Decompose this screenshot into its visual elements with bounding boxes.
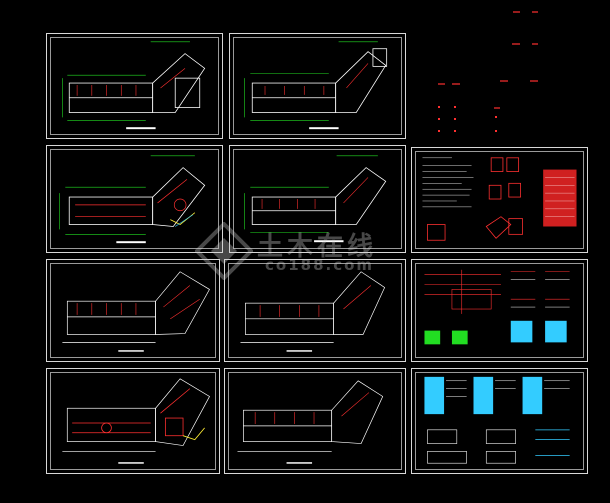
drawing-sheet-detail-1[interactable] [411, 259, 588, 362]
sheet-inner-border [50, 149, 219, 249]
floor-plan-drawing [237, 380, 384, 464]
sheet-inner-border [415, 372, 584, 470]
drawing-sheet-plan-1[interactable] [46, 33, 223, 139]
drawing-sheet-plan-8[interactable] [224, 368, 406, 474]
system-diagram-drawing [424, 376, 570, 464]
floor-plan-drawing [62, 271, 210, 352]
floor-plan-drawing [244, 41, 388, 130]
sheet-inner-border [415, 151, 584, 249]
sheet-inner-border [233, 149, 402, 249]
floor-plan-drawing [244, 155, 387, 243]
design-notes-drawing [422, 157, 577, 241]
drawing-sheet-plan-2[interactable] [229, 33, 406, 139]
sheet-inner-border [415, 263, 584, 358]
drawing-sheet-plan-3[interactable] [46, 145, 223, 253]
drawing-sheet-notes[interactable] [411, 147, 588, 253]
sheet-inner-border [233, 37, 402, 135]
floor-plan-drawing [59, 155, 206, 244]
drawing-sheet-plan-5[interactable] [46, 259, 220, 362]
drawing-sheet-plan-7[interactable] [46, 368, 220, 474]
floor-plan-drawing [240, 271, 386, 352]
sheet-inner-border [50, 372, 216, 470]
system-diagram-drawing [424, 269, 570, 345]
sheet-inner-border [228, 263, 402, 358]
drawing-sheet-detail-2[interactable] [411, 368, 588, 474]
sheet-inner-border [50, 37, 219, 135]
floor-plan-drawing [62, 378, 210, 464]
drawing-sheet-plan-4[interactable] [229, 145, 406, 253]
scattered-annotation-marks [438, 11, 538, 132]
sheet-inner-border [228, 372, 402, 470]
sheet-inner-border [50, 263, 216, 358]
floor-plan-drawing [62, 41, 206, 130]
drawing-sheet-plan-6[interactable] [224, 259, 406, 362]
